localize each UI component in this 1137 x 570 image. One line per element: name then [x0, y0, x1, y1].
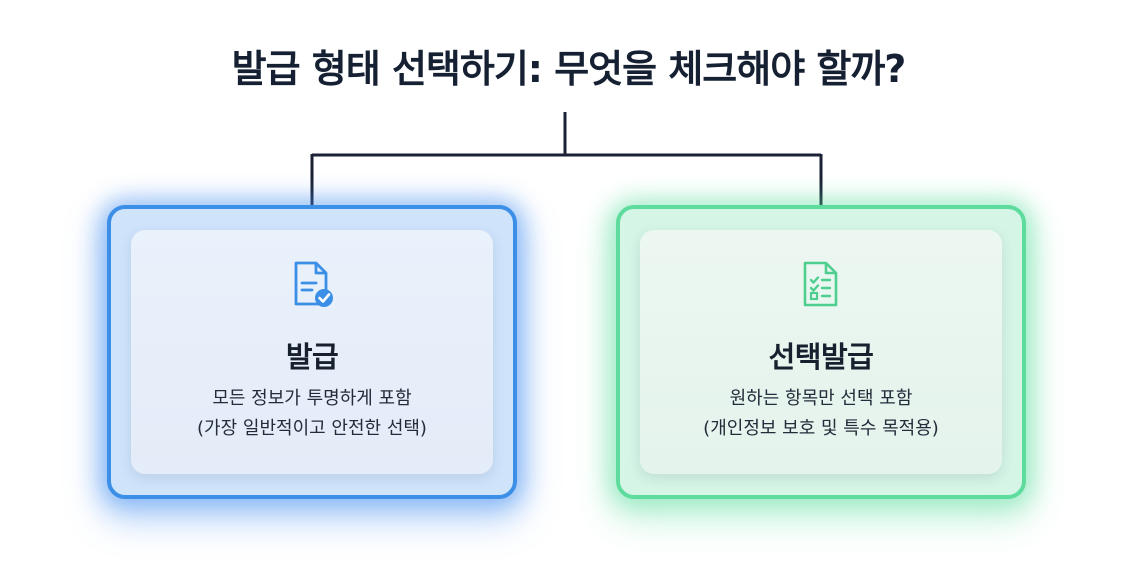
option-description-note: (가장 일반적이고 안전한 선택) — [197, 418, 427, 439]
option-description-note: (개인정보 보호 및 특수 목적용) — [703, 418, 939, 439]
option-card-issue-inner: 발급 모든 정보가 투명하게 포함 (가장 일반적이고 안전한 선택) — [131, 230, 493, 474]
page-title: 발급 형태 선택하기: 무엇을 체크해야 할까? — [231, 47, 907, 91]
option-card-issue[interactable]: 발급 모든 정보가 투명하게 포함 (가장 일반적이고 안전한 선택) — [107, 205, 517, 499]
document-check-icon — [294, 261, 333, 307]
option-description: 모든 정보가 투명하게 포함 — [212, 388, 412, 409]
option-title: 선택발급 — [768, 340, 874, 374]
option-title: 발급 — [285, 340, 339, 374]
option-description: 원하는 항목만 선택 포함 — [729, 388, 913, 409]
checklist-document-icon — [803, 261, 838, 307]
option-card-selective-issue-inner: 선택발급 원하는 항목만 선택 포함 (개인정보 보호 및 특수 목적용) — [640, 230, 1002, 474]
option-card-selective-issue[interactable]: 선택발급 원하는 항목만 선택 포함 (개인정보 보호 및 특수 목적용) — [616, 205, 1026, 499]
